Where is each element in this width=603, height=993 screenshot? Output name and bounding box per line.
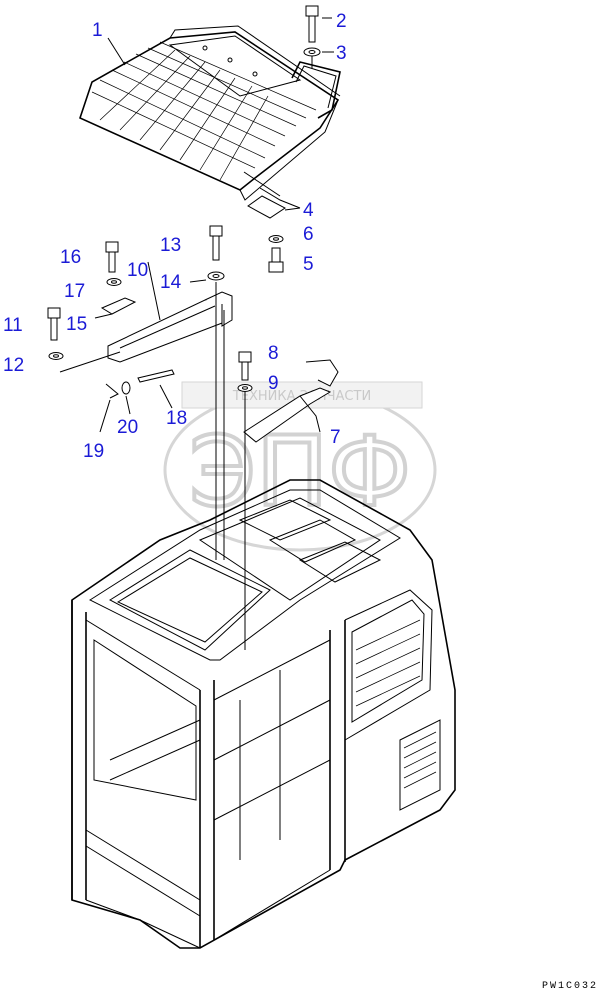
- callout-18: 18: [166, 408, 187, 429]
- callout-1: 1: [92, 20, 103, 41]
- bolt-5: [268, 247, 284, 273]
- bolt-11: [47, 307, 61, 341]
- bolt-8: [238, 351, 252, 381]
- operator-cab: [71, 479, 456, 949]
- callout-8: 8: [268, 343, 279, 364]
- callout-16: 16: [60, 247, 81, 268]
- washer-12: [48, 351, 121, 373]
- washer-9: [237, 384, 253, 392]
- callout-6: 6: [303, 224, 314, 245]
- callout-2: 2: [336, 11, 347, 32]
- roof-guard: [79, 25, 341, 201]
- bolt-13: [209, 225, 223, 261]
- pin-19: [99, 383, 119, 433]
- callout-15: 15: [66, 314, 87, 335]
- callout-5: 5: [303, 254, 314, 275]
- drawing-code: PW1C032: [542, 981, 598, 992]
- washer-14: [189, 271, 225, 283]
- callouts: 1 2 3 4 5 6 7 8 9 10 11 12 13 14 15 16 1…: [3, 11, 347, 462]
- callout-11: 11: [3, 315, 23, 336]
- callout-19: 19: [83, 441, 104, 462]
- bracket-7: [243, 359, 339, 443]
- callout-17: 17: [64, 281, 85, 302]
- plate-4: [243, 171, 301, 219]
- washer-6: [268, 235, 284, 243]
- callout-10: 10: [127, 260, 148, 281]
- plate-15: [94, 297, 137, 319]
- bolt-2: [305, 5, 332, 43]
- callout-3: 3: [336, 43, 347, 64]
- washer-20: [121, 381, 131, 415]
- bolt-16: [105, 241, 119, 273]
- callout-4: 4: [303, 200, 314, 221]
- callout-14: 14: [160, 272, 182, 293]
- washer-3: [303, 47, 334, 68]
- callout-12: 12: [3, 355, 24, 376]
- callout-9: 9: [268, 373, 279, 394]
- callout-7: 7: [330, 427, 341, 448]
- callout-13: 13: [160, 235, 181, 256]
- bracket-10: [107, 261, 233, 363]
- rod-18: [137, 369, 175, 409]
- washer-17: [106, 278, 122, 286]
- callout-20: 20: [117, 417, 138, 438]
